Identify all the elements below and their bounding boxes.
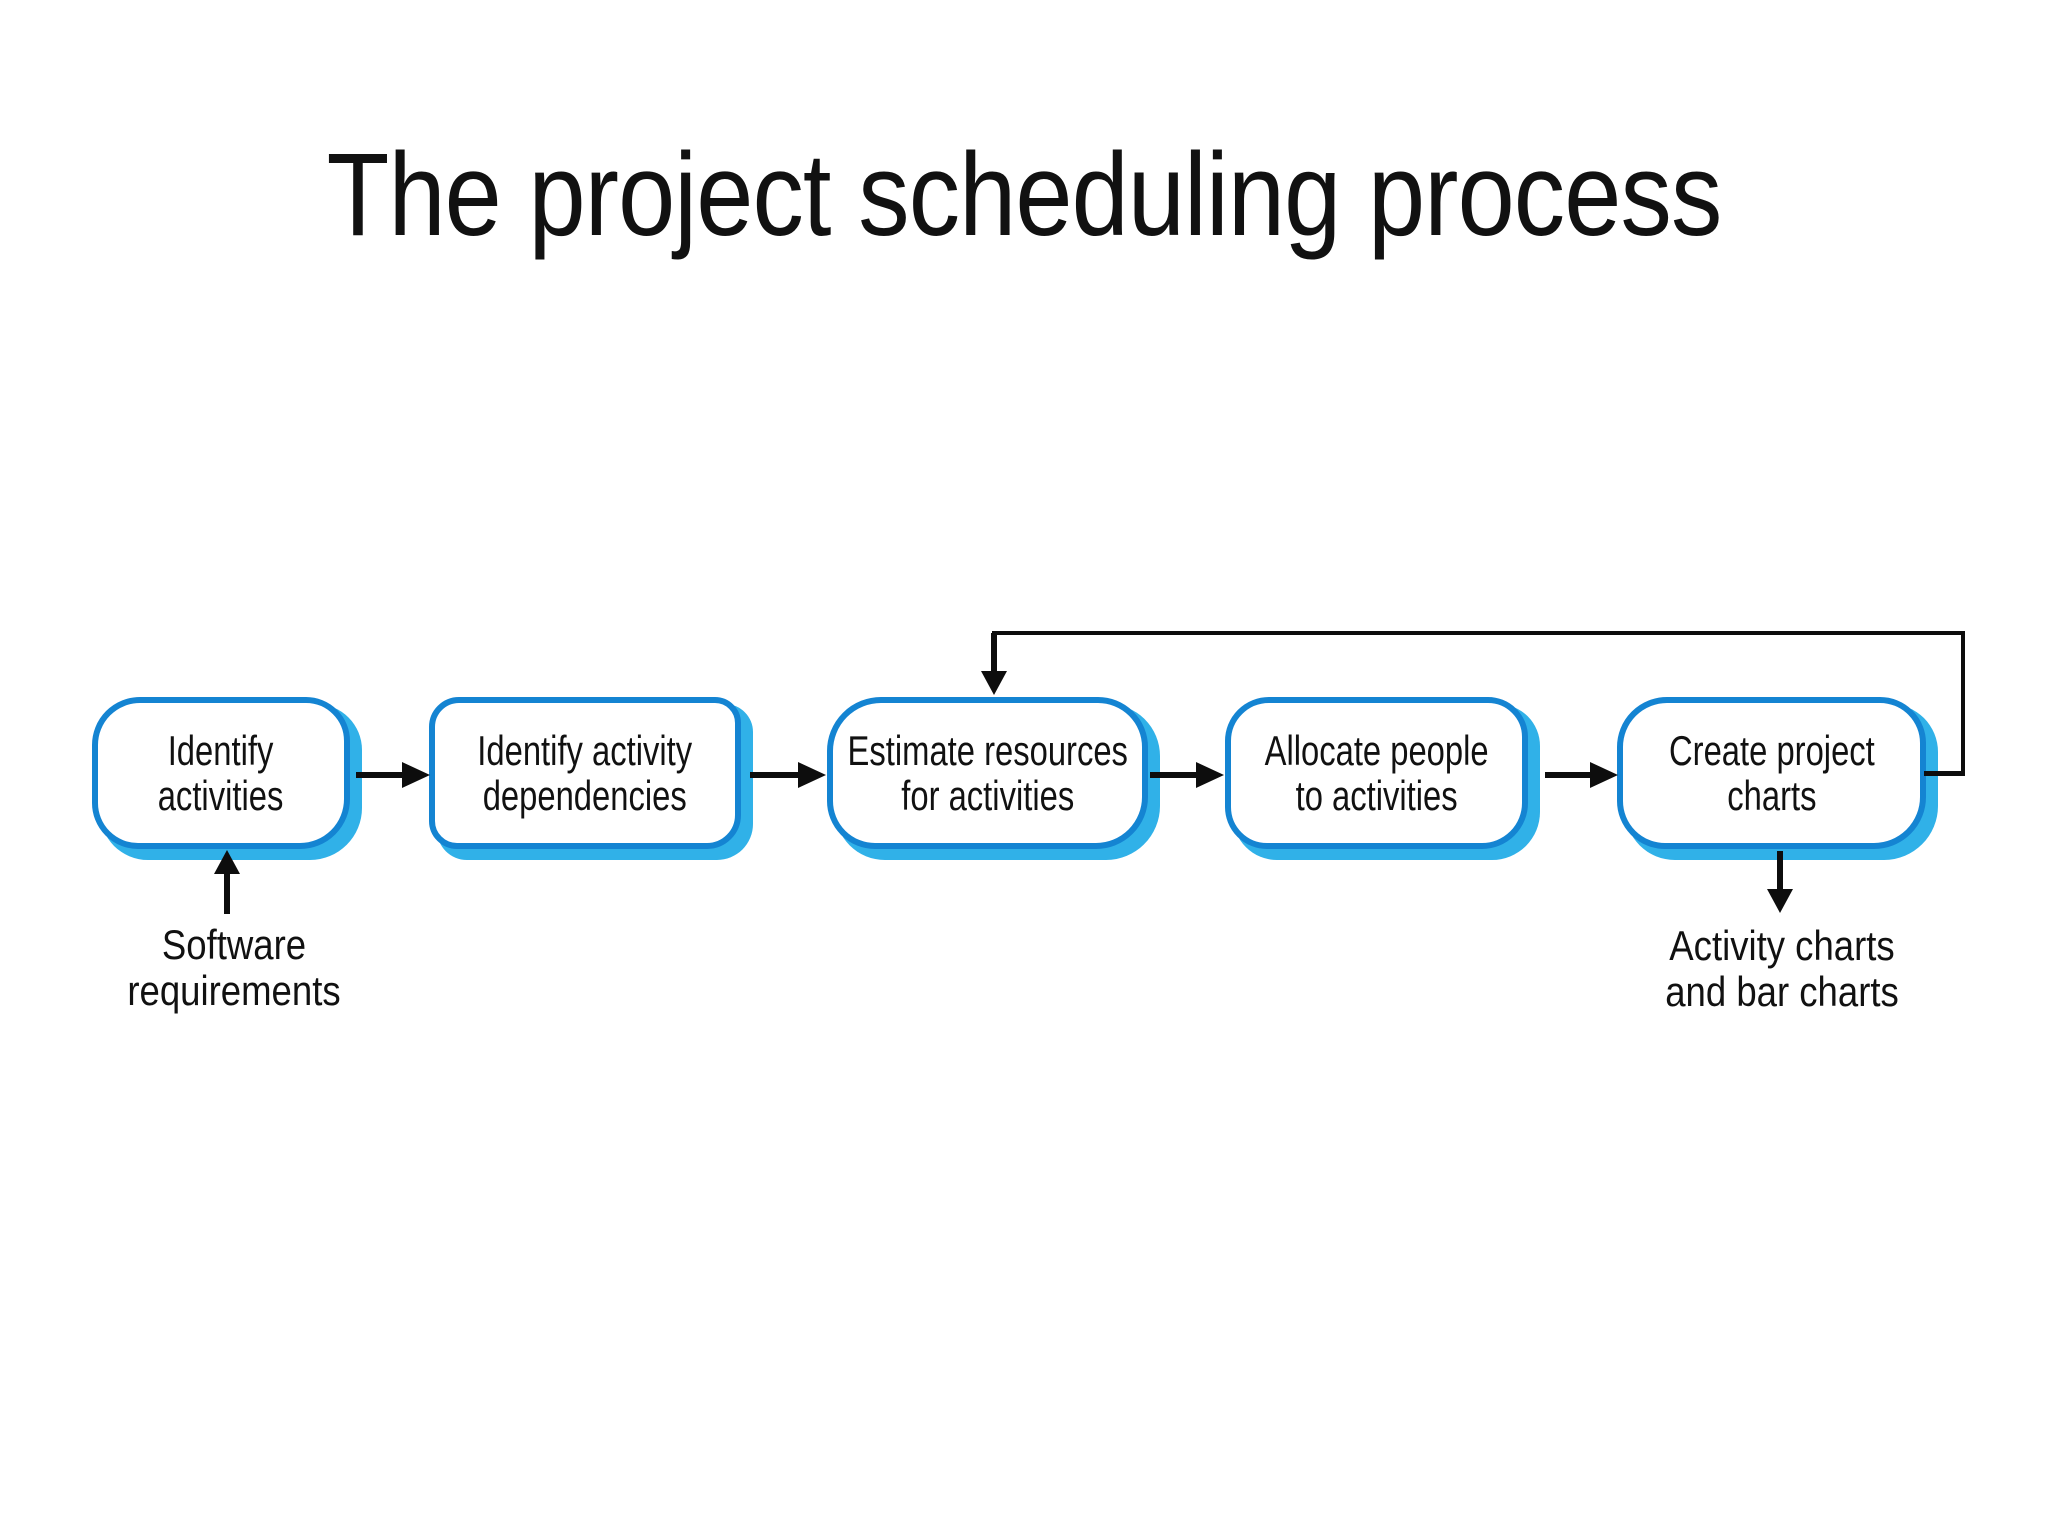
node-label-line: to activities (1295, 772, 1458, 819)
node-label-line: charts (1726, 772, 1817, 819)
node-identify-activity-dependencies: Identify activity dependencies (429, 697, 741, 849)
node-create-project-charts: Create project charts (1617, 697, 1926, 849)
output-arrow-activity-charts (1767, 851, 1793, 913)
annotation-line: Software (161, 921, 307, 968)
node-label-line: activities (158, 772, 284, 819)
feedback-line-right (1961, 631, 1965, 776)
node-label-line: Allocate people (1264, 727, 1489, 774)
feedback-arrow-into-estimate (981, 633, 1007, 695)
node-allocate-people: Allocate people to activities (1225, 697, 1528, 849)
annotation-line: and bar charts (1665, 968, 1899, 1015)
arrow-shaft (1150, 772, 1202, 778)
annotation-line: requirements (127, 967, 341, 1014)
node-label-line: Identify (168, 727, 274, 774)
arrow-identify-to-dependencies (356, 762, 430, 788)
arrow-dependencies-to-estimate (750, 762, 826, 788)
arrowhead-right-icon (798, 762, 826, 788)
arrowhead-down-icon (981, 671, 1007, 695)
node-estimate-resources: Estimate resources for activities (827, 697, 1148, 849)
arrowhead-down-icon (1767, 889, 1793, 913)
node-label-line: for activities (901, 772, 1074, 819)
arrow-shaft (750, 772, 804, 778)
arrow-allocate-to-create (1545, 762, 1618, 788)
node-label: Allocate people to activities (1264, 728, 1488, 818)
node-label-line: Identify activity (477, 727, 693, 774)
node-label-line: dependencies (482, 772, 687, 819)
node-label-line: Create project (1668, 727, 1875, 774)
arrowhead-right-icon (1590, 762, 1618, 788)
node-label: Identify activity dependencies (478, 728, 693, 818)
activity-charts-label: Activity charts and bar charts (1608, 923, 1956, 1015)
page-title: The project scheduling process (326, 129, 1723, 261)
arrowhead-right-icon (402, 762, 430, 788)
arrow-shaft (1545, 772, 1596, 778)
node-label: Create project charts (1669, 728, 1875, 818)
node-label: Identify activities (158, 728, 284, 818)
feedback-line-stub (1924, 771, 1965, 776)
feedback-line-top (992, 631, 1965, 635)
node-label-line: Estimate resources (847, 727, 1128, 774)
arrow-shaft (1777, 851, 1783, 893)
node-identify-activities: Identify activities (92, 697, 350, 849)
input-arrow-software-requirements (214, 850, 240, 914)
arrow-estimate-to-allocate (1150, 762, 1224, 788)
arrow-shaft (356, 772, 408, 778)
arrow-shaft (224, 868, 230, 914)
software-requirements-label: Software requirements (60, 922, 408, 1014)
node-label: Estimate resources for activities (847, 728, 1127, 818)
annotation-line: Activity charts (1669, 922, 1895, 969)
arrowhead-right-icon (1196, 762, 1224, 788)
arrow-shaft (991, 633, 997, 675)
